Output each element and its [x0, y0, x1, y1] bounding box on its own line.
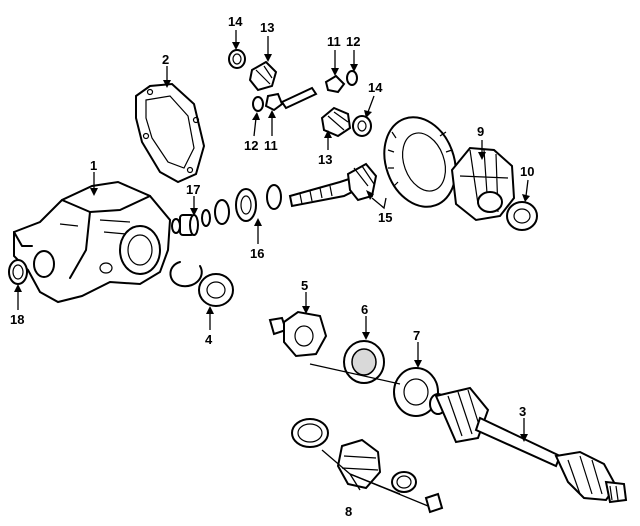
callout-17: 17	[186, 182, 200, 197]
part-6-joint-ring	[343, 340, 385, 384]
leader-lines	[14, 30, 530, 507]
callout-8: 8	[345, 504, 352, 519]
part-10-side-bearing	[506, 201, 538, 231]
part-17-pinion-spacer	[171, 209, 211, 236]
callout-3: 3	[519, 404, 526, 419]
part-11-pinion-gear-upper	[324, 74, 346, 94]
callout-11-upper: 11	[327, 34, 341, 49]
callout-9: 9	[477, 124, 484, 139]
part-8-boot-kit	[291, 418, 444, 514]
part-13-side-gear-lower	[320, 106, 352, 138]
callout-13-top: 13	[260, 20, 274, 35]
callout-13-lower: 13	[318, 152, 332, 167]
callout-14-left: 14	[228, 14, 243, 29]
part-12-washer-lower	[252, 96, 264, 112]
part-11-pinion-gear-lower	[264, 92, 284, 112]
callout-12-upper: 12	[346, 34, 360, 49]
callout-12-lower: 12	[244, 138, 258, 153]
callout-7: 7	[413, 328, 420, 343]
callout-10: 10	[520, 164, 534, 179]
part-12-washer-upper	[346, 70, 358, 86]
callout-18: 18	[10, 312, 24, 327]
spider-gears-group	[228, 49, 372, 138]
callout-15: 15	[378, 210, 392, 225]
part-2-cover	[135, 82, 206, 184]
differential-carrier	[450, 146, 516, 222]
part-14-washer-right	[352, 115, 372, 137]
callout-2: 2	[162, 52, 169, 67]
part-3-axle-shaft	[309, 363, 628, 504]
part-7-cv-joint	[393, 367, 447, 417]
differential-housing	[13, 180, 172, 304]
part-18-seal	[8, 259, 28, 285]
callout-labels: 1 2 18 17 16 4 14 13 12 11 11 12 13 14 1…	[10, 14, 534, 519]
callout-1: 1	[90, 158, 97, 173]
part-13-side-gear-top	[248, 60, 278, 92]
part-14-washer-left	[228, 49, 246, 69]
part-4-bearing	[169, 261, 234, 307]
callout-14-right: 14	[368, 80, 383, 95]
callout-5: 5	[301, 278, 308, 293]
callout-6: 6	[361, 302, 368, 317]
callout-11-lower: 11	[264, 138, 278, 153]
callout-4: 4	[205, 332, 213, 347]
part-16-bearings	[214, 184, 282, 225]
part-15-pinion-shaft	[288, 162, 378, 208]
part-9-ring-gear	[383, 116, 457, 208]
pinion-cross-shaft	[280, 86, 318, 110]
part-5-flange	[268, 310, 328, 358]
callout-16: 16	[250, 246, 264, 261]
